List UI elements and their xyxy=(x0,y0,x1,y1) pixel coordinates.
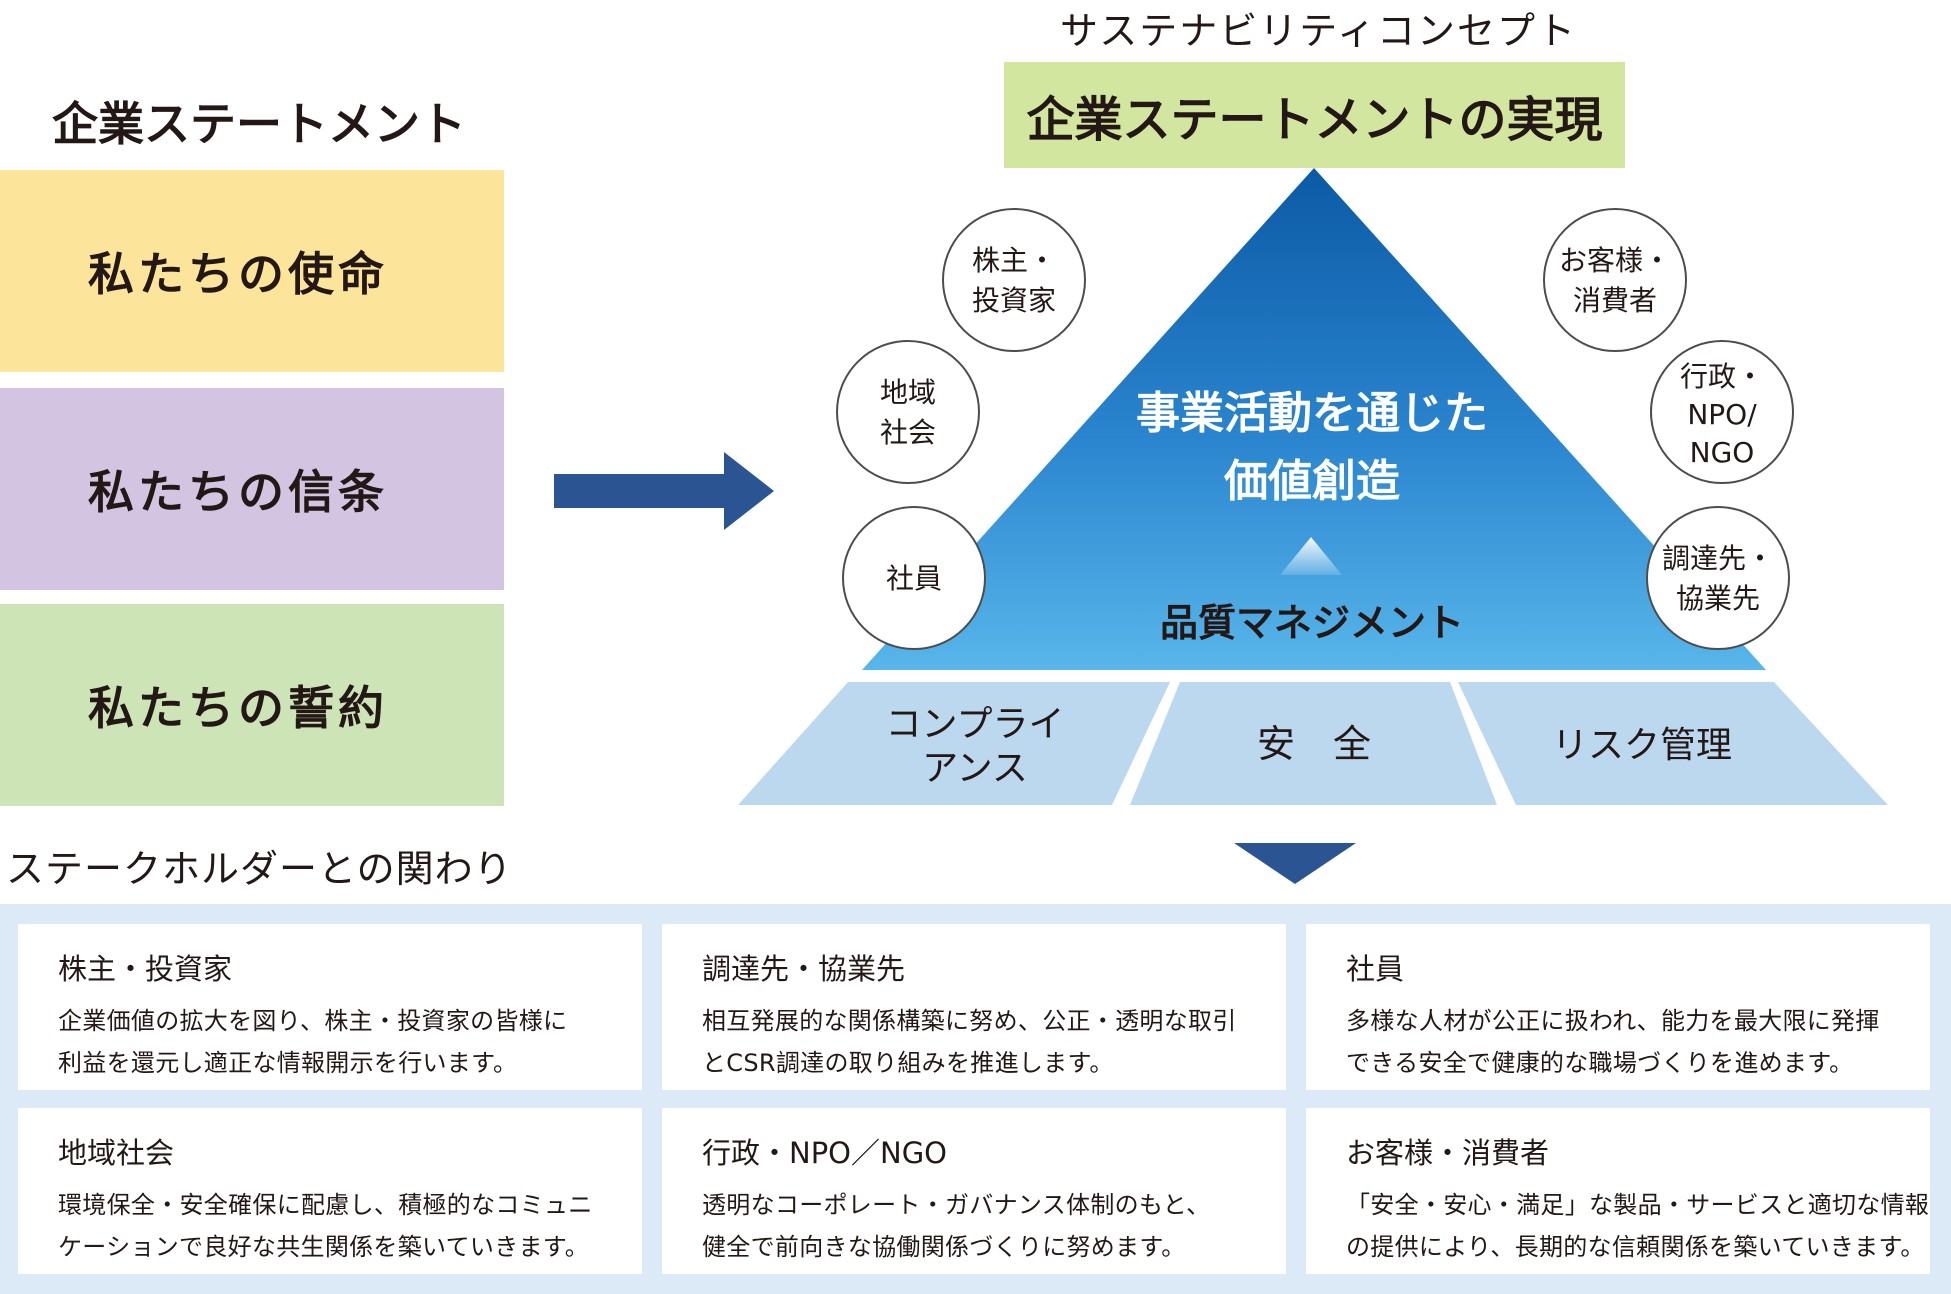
card-desc-line-1: 「安全・安心・満足」な製品・サービスと適切な情報 xyxy=(1346,1191,1930,1219)
circle-community-line-1: 地域 xyxy=(880,376,936,409)
card-desc-line-1: 透明なコーポレート・ガバナンス体制のもと、 xyxy=(702,1191,1211,1219)
pillar-risk-label: リスク管理 xyxy=(1552,725,1732,766)
down-arrow-icon xyxy=(1234,843,1356,884)
pillar-compliance-line-2: アンス xyxy=(922,748,1028,789)
pillar-safety-label: 安 全 xyxy=(1257,722,1371,766)
statement-label-creed: 私たちの信条 xyxy=(88,465,388,519)
value-creation-pyramid xyxy=(862,168,1766,670)
card-desc-line-2: 利益を還元し適正な情報開示を行います。 xyxy=(58,1049,518,1077)
circle-community: 地域 社会 xyxy=(836,340,980,484)
circle-government-line-3: NGO xyxy=(1690,436,1755,469)
statement-label-pledge: 私たちの誓約 xyxy=(88,681,388,735)
card-desc-line-2: できる安全で健康的な職場づくりを進めます。 xyxy=(1346,1049,1854,1077)
card-title: 株主・投資家 xyxy=(58,952,233,986)
card-desc-line-2: とCSR調達の取り組みを推進します。 xyxy=(702,1049,1114,1077)
circle-customers: お客様・ 消費者 xyxy=(1543,208,1687,352)
circle-government-line-1: 行政・ xyxy=(1680,360,1764,393)
card-desc-line-1: 相互発展的な関係構築に努め、公正・透明な取引 xyxy=(702,1007,1237,1035)
pillar-safety xyxy=(1130,682,1497,805)
statement-box-pledge: 私たちの誓約 xyxy=(0,604,504,806)
card-desc-line-2: 健全で前向きな協働関係づくりに努めます。 xyxy=(702,1233,1186,1261)
pyramid-line-2: 価値創造 xyxy=(1223,456,1400,507)
card-title: 地域社会 xyxy=(58,1136,175,1170)
circle-shareholders-line-1: 株主・ xyxy=(972,244,1056,277)
pyramid-diagram: 事業活動を通じた 価値創造 品質マネジメント コンプライ アンス 安 全 リスク… xyxy=(738,168,1888,884)
realization-banner: 企業ステートメントの実現 xyxy=(1004,62,1625,168)
card-title: 社員 xyxy=(1346,952,1405,986)
pillar-risk xyxy=(1458,682,1888,805)
circle-shareholders: 株主・ 投資家 xyxy=(942,208,1086,352)
card-customers: お客様・消費者 「安全・安心・満足」な製品・サービスと適切な情報 の提供により、… xyxy=(1306,1108,1930,1274)
circle-community-line-2: 社会 xyxy=(880,416,936,449)
card-desc-line-1: 環境保全・安全確保に配慮し、積極的なコミュニ xyxy=(58,1191,593,1219)
circle-employees: 社員 xyxy=(842,506,986,650)
pyramid-line-1: 事業活動を通じた xyxy=(1136,388,1488,439)
card-title: お客様・消費者 xyxy=(1346,1136,1550,1170)
concept-title: サステナビリティコンセプト xyxy=(1060,9,1577,53)
realization-label: 企業ステートメントの実現 xyxy=(1026,92,1603,148)
circle-suppliers: 調達先・ 協業先 xyxy=(1646,506,1790,650)
quality-management-label: 品質マネジメント xyxy=(1160,601,1464,645)
card-desc-line-1: 企業価値の拡大を図り、株主・投資家の皆様に xyxy=(58,1007,568,1035)
card-shareholders: 株主・投資家 企業価値の拡大を図り、株主・投資家の皆様に 利益を還元し適正な情報… xyxy=(18,924,642,1090)
circle-suppliers-line-2: 協業先 xyxy=(1676,582,1760,615)
pillar-compliance xyxy=(738,682,1170,805)
circle-customers-line-1: お客様・ xyxy=(1559,244,1671,277)
circle-employees-line-1: 社員 xyxy=(886,562,942,595)
card-title: 行政・NPO／NGO xyxy=(702,1136,947,1170)
pillar-compliance-line-1: コンプライ xyxy=(886,704,1065,745)
card-government: 行政・NPO／NGO 透明なコーポレート・ガバナンス体制のもと、 健全で前向きな… xyxy=(662,1108,1286,1274)
statement-heading: 企業ステートメント xyxy=(52,97,466,151)
card-employees: 社員 多様な人材が公正に扱われ、能力を最大限に発揮 できる安全で健康的な職場づく… xyxy=(1306,924,1930,1090)
circle-government-line-2: NPO/ xyxy=(1687,398,1757,431)
small-up-triangle-icon xyxy=(1280,537,1342,575)
circle-shareholders-line-2: 投資家 xyxy=(972,284,1056,317)
card-title: 調達先・協業先 xyxy=(702,952,906,986)
card-community: 地域社会 環境保全・安全確保に配慮し、積極的なコミュニ ケーションで良好な共生関… xyxy=(18,1108,642,1274)
right-arrow-icon xyxy=(554,452,774,530)
circle-suppliers-line-1: 調達先・ xyxy=(1662,542,1774,575)
circle-customers-line-2: 消費者 xyxy=(1573,284,1657,317)
statement-label-mission: 私たちの使命 xyxy=(88,247,388,301)
card-suppliers: 調達先・協業先 相互発展的な関係構築に努め、公正・透明な取引 とCSR調達の取り… xyxy=(662,924,1286,1090)
circle-government: 行政・ NPO/ NGO xyxy=(1650,340,1794,484)
card-desc-line-2: ケーションで良好な共生関係を築いていきます。 xyxy=(58,1233,589,1261)
card-desc-line-2: の提供により、長期的な信頼関係を築いていきます。 xyxy=(1346,1233,1925,1261)
statement-box-mission: 私たちの使命 xyxy=(0,170,504,372)
statement-box-creed: 私たちの信条 xyxy=(0,388,504,590)
card-desc-line-1: 多様な人材が公正に扱われ、能力を最大限に発揮 xyxy=(1346,1007,1880,1035)
stakeholder-heading: ステークホルダーとの関わり xyxy=(6,847,513,891)
